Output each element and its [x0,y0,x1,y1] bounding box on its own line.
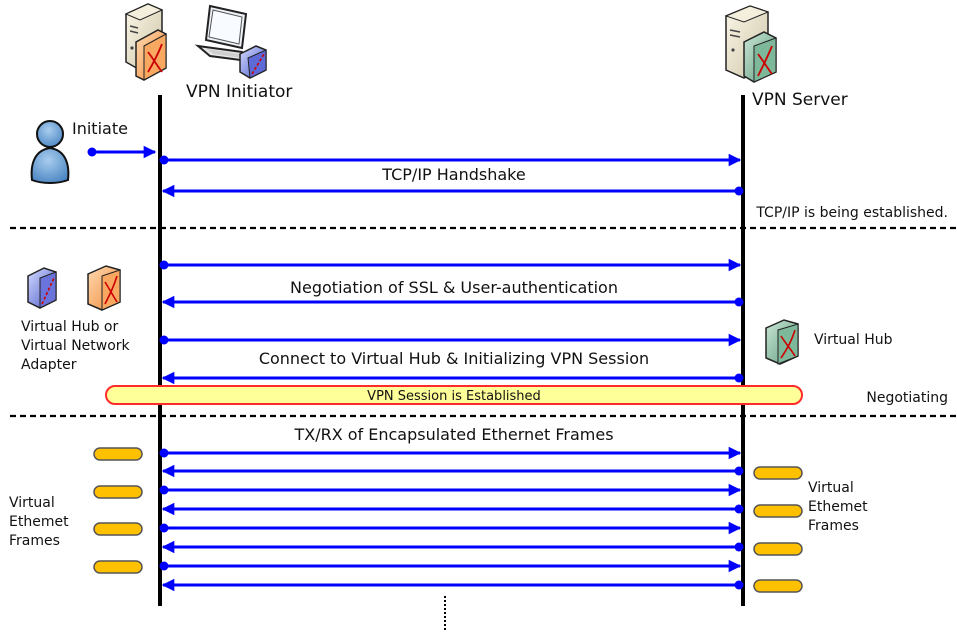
session-established-label: VPN Session is Established [367,389,541,404]
connect-virtual-hub-label: Connect to Virtual Hub & Initializing VP… [259,349,649,368]
left-hub-caption-line: Virtual Network [21,338,131,354]
message-origin-dot [159,561,169,571]
left-frames-caption-line: Frames [9,533,60,549]
message-arrow-to-server [159,521,742,535]
message-arrow-to-initiator [161,540,744,554]
ethernet-frame [753,466,803,480]
left-frames-caption-line: Ethemet [9,514,69,530]
left-hub-caption: Virtual Hub or Virtual Network Adapter [21,319,134,373]
message-arrow-to-server [159,559,742,573]
laptop-icon [194,4,267,79]
message-arrow-to-server [159,483,742,497]
initiate-arrow [87,145,157,159]
right-frames-caption-line: Ethemet [808,499,868,515]
left-hub-caption-line: Virtual Hub or [21,319,118,335]
message-arrows [159,153,744,592]
message-arrow-to-initiator [161,464,744,478]
initiator-server-icon [124,3,167,81]
server-label: VPN Server [752,90,848,110]
orange-hub-icon [135,29,167,81]
message-origin-dot [159,260,169,270]
message-arrow-to-initiator [161,295,744,309]
virtual-hub-green-icon [765,319,799,365]
blue-adapter-icon [239,45,267,79]
message-origin-dot [159,155,169,165]
right-hub-caption: Virtual Hub [814,332,893,348]
message-arrow-to-initiator [161,184,744,198]
ethernet-frame [93,447,143,461]
message-origin-dot [734,466,744,476]
message-origin-dot [734,542,744,552]
initiate-label: Initiate [72,119,128,138]
message-arrow-to-initiator [161,578,744,592]
message-arrow-to-server [159,446,742,460]
user-icon [30,120,70,184]
ethernet-frame [93,485,143,499]
message-arrow-to-server [159,333,742,347]
ethernet-frame [753,504,803,518]
right-frames [753,466,803,593]
message-arrow-to-initiator [161,502,744,516]
message-origin-dot [159,448,169,458]
virtual-hub-orange-icon [87,265,121,311]
right-frames-caption-line: Frames [808,518,859,534]
message-origin-dot [734,297,744,307]
message-arrow-to-server [159,258,742,272]
message-origin-dot [734,504,744,514]
right-frames-caption-line: Virtual [808,480,854,496]
message-origin-dot [734,580,744,590]
ethernet-frame [93,560,143,574]
ethernet-frame [753,579,803,593]
left-frames-caption: Virtual Ethemet Frames [9,495,73,549]
handshake-message-label: TCP/IP Handshake [381,165,525,184]
negotiating-status-label: Negotiating [866,390,948,406]
message-origin-dot [734,373,744,383]
message-origin-dot [734,186,744,196]
initiator-label: VPN Initiator [186,82,292,102]
ethernet-frame [753,542,803,556]
message-origin-dot [159,485,169,495]
message-arrow-to-initiator [161,371,744,385]
session-established-banner: VPN Session is Established [105,385,803,405]
right-frames-caption: Virtual Ethemet Frames [808,480,872,534]
transfer-message-label: TX/RX of Encapsulated Ethernet Frames [293,425,613,444]
vpn-server-icon [724,5,777,83]
message-origin-dot [159,335,169,345]
green-hub-icon [743,31,777,83]
ethernet-frame [93,522,143,536]
message-origin-dot [159,523,169,533]
left-hub-caption-line: Adapter [21,357,77,373]
left-frames [93,447,143,574]
left-frames-caption-line: Virtual [9,495,55,511]
negotiation-ssl-label: Negotiation of SSL & User-authentication [290,278,618,297]
virtual-network-adapter-icon [27,267,57,309]
handshake-status-label: TCP/IP is being established. [755,205,948,221]
message-arrow-to-server [159,153,742,167]
